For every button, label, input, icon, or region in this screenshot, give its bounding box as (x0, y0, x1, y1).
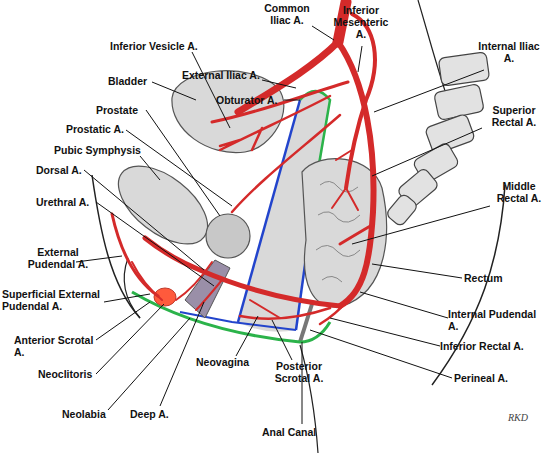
leader-line (374, 70, 484, 112)
leader-line (96, 302, 150, 340)
anatomy-label: Inferior Mesenteric A. (328, 4, 394, 40)
anatomy-label: Obturator A. (216, 94, 306, 106)
leader-line (146, 110, 220, 216)
anatomy-label: Anal Canal (262, 426, 352, 438)
anatomy-label: Anterior Scrotal A. (14, 334, 104, 358)
leader-line (262, 80, 296, 88)
vertebra (385, 193, 418, 227)
anatomy-label: Internal Iliac A. (478, 40, 540, 64)
anatomy-label: Middle Rectal A. (490, 180, 548, 204)
leader-line (312, 26, 334, 40)
obturator-artery (212, 82, 348, 122)
anatomy-label: Internal Pudendal A. (448, 308, 548, 332)
leader-line (126, 130, 232, 206)
leader-line (96, 304, 164, 374)
middle-rectal-artery (340, 225, 372, 244)
leader-line (192, 52, 230, 128)
anatomy-label: Pubic Symphysis (54, 144, 164, 156)
vertebra (434, 84, 485, 121)
leader-line (160, 302, 204, 406)
leader-line (352, 206, 490, 244)
leader-line (236, 316, 258, 356)
vertebra (438, 52, 489, 86)
rectal-folds (316, 181, 360, 282)
anatomy-label: Neovagina (196, 356, 276, 368)
prostatic-artery (232, 115, 340, 212)
anatomy-label: Superior Rectal A. (482, 104, 546, 128)
anatomy-label: Posterior Scrotal A. (268, 360, 330, 384)
leader-line (360, 292, 448, 318)
leader-lines (76, 26, 490, 424)
anatomy-label: Inferior Rectal A. (440, 340, 548, 352)
anatomy-label: Common Iliac A. (256, 2, 318, 26)
internal-iliac-artery (338, 42, 374, 306)
bladder (172, 71, 284, 153)
anatomy-label: Prostatic A. (66, 123, 156, 135)
posterior-scrotal-artery (250, 300, 280, 318)
anal-canal (300, 304, 312, 342)
inferior-mesenteric-artery (346, 14, 375, 188)
anatomy-label: Rectum (464, 272, 534, 284)
anatomy-label: Neoclitoris (38, 368, 118, 380)
anatomy-label: Superficial External Pudendal A. (2, 288, 122, 312)
leader-line (358, 46, 362, 72)
deep-artery (196, 280, 222, 310)
anatomy-label: Prostate (96, 104, 176, 116)
neolabia-lining (180, 312, 296, 330)
anatomy-label: Perineal A. (454, 372, 544, 384)
leader-line (104, 294, 150, 302)
perineal-artery (240, 308, 330, 319)
leader-line (140, 156, 160, 180)
anatomy-label: Deep A. (130, 408, 190, 420)
leader-line (372, 128, 482, 176)
anatomy-label: External Pudendal A. (20, 246, 96, 270)
body-outline (432, 185, 505, 385)
leader-line (84, 170, 204, 270)
anatomy-label: Dorsal A. (36, 164, 106, 176)
leader-line (96, 202, 214, 286)
leader-line (152, 82, 196, 100)
signature: RKD (508, 412, 548, 424)
sacrum (385, 52, 489, 227)
leader-line (372, 264, 462, 278)
leader-line (310, 330, 452, 378)
inferior-rectal-artery (320, 300, 348, 324)
anatomy-label: Urethral A. (36, 196, 116, 208)
anatomy-label: External Iliac A. (182, 69, 302, 81)
anatomy-label: Bladder (108, 75, 188, 87)
internal-pudendal-artery (145, 238, 340, 306)
leader-line (272, 320, 292, 360)
leader-line (284, 100, 300, 101)
superior-rectal-branches (332, 150, 358, 210)
prostate (206, 214, 250, 258)
anatomy-label: Neolabia (62, 408, 132, 420)
pubic-symphysis (105, 151, 221, 259)
leader-line (330, 318, 440, 346)
anatomy-label: Inferior Vesicle A. (110, 40, 250, 52)
